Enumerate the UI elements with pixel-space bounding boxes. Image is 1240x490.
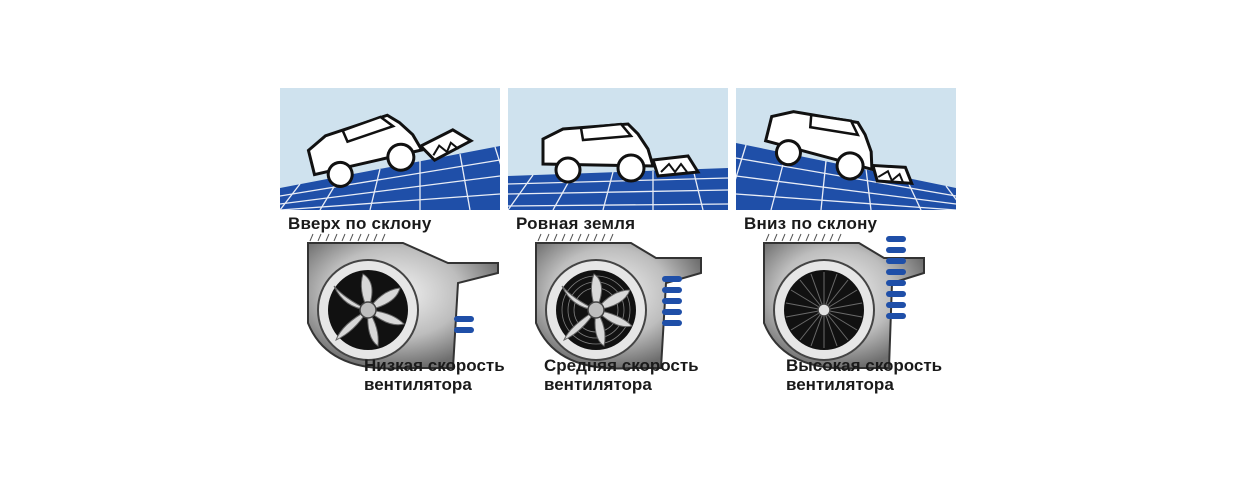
speed-bars-low (454, 316, 474, 333)
speed-bars-high (886, 236, 906, 319)
speed-label: Высокая скорость вентилятора (786, 356, 942, 394)
speed-label-line2: вентилятора (364, 375, 472, 394)
combine-scene-flat (508, 88, 728, 210)
speed-bar (886, 291, 906, 297)
fan-low-speed (307, 233, 499, 370)
speed-label: Средняя скорость вентилятора (544, 356, 699, 394)
panel-downhill: Вниз по склону Высокая скорость (736, 88, 956, 488)
speed-bar (662, 320, 682, 326)
fan-high-speed (763, 233, 925, 370)
speed-bar (886, 280, 906, 286)
panel-uphill: Вверх по склону Низкая скорость (280, 88, 505, 488)
combine-icon (541, 122, 701, 184)
speed-bar (454, 316, 474, 322)
terrain-label: Ровная земля (516, 214, 636, 233)
combine-icon (306, 113, 474, 188)
speed-bar (662, 276, 682, 282)
speed-bars-medium (662, 276, 682, 326)
speed-bar (886, 313, 906, 319)
speed-label-line1: Низкая скорость (364, 356, 505, 375)
combine-scene-downhill (736, 88, 956, 210)
terrain-label: Вверх по склону (288, 214, 432, 233)
speed-label-line1: Высокая скорость (786, 356, 943, 375)
speed-label-line2: вентилятора (544, 375, 652, 394)
speed-bar (886, 269, 906, 275)
speed-bar (454, 327, 474, 333)
panel-flat: Ровная земля (508, 88, 728, 488)
combine-scene-uphill (280, 88, 500, 210)
terrain-label: Вниз по склону (744, 214, 878, 233)
speed-bar (662, 309, 682, 315)
speed-bar (662, 287, 682, 293)
speed-bar (886, 247, 906, 253)
speed-label: Низкая скорость вентилятора (364, 356, 505, 394)
speed-bar (886, 302, 906, 308)
speed-bar (886, 258, 906, 264)
speed-bar (662, 298, 682, 304)
speed-label-line1: Средняя скорость (544, 356, 699, 375)
speed-label-line2: вентилятора (786, 375, 894, 394)
combine-icon (763, 110, 914, 186)
speed-bar (886, 236, 906, 242)
fan-medium-speed (535, 233, 702, 370)
